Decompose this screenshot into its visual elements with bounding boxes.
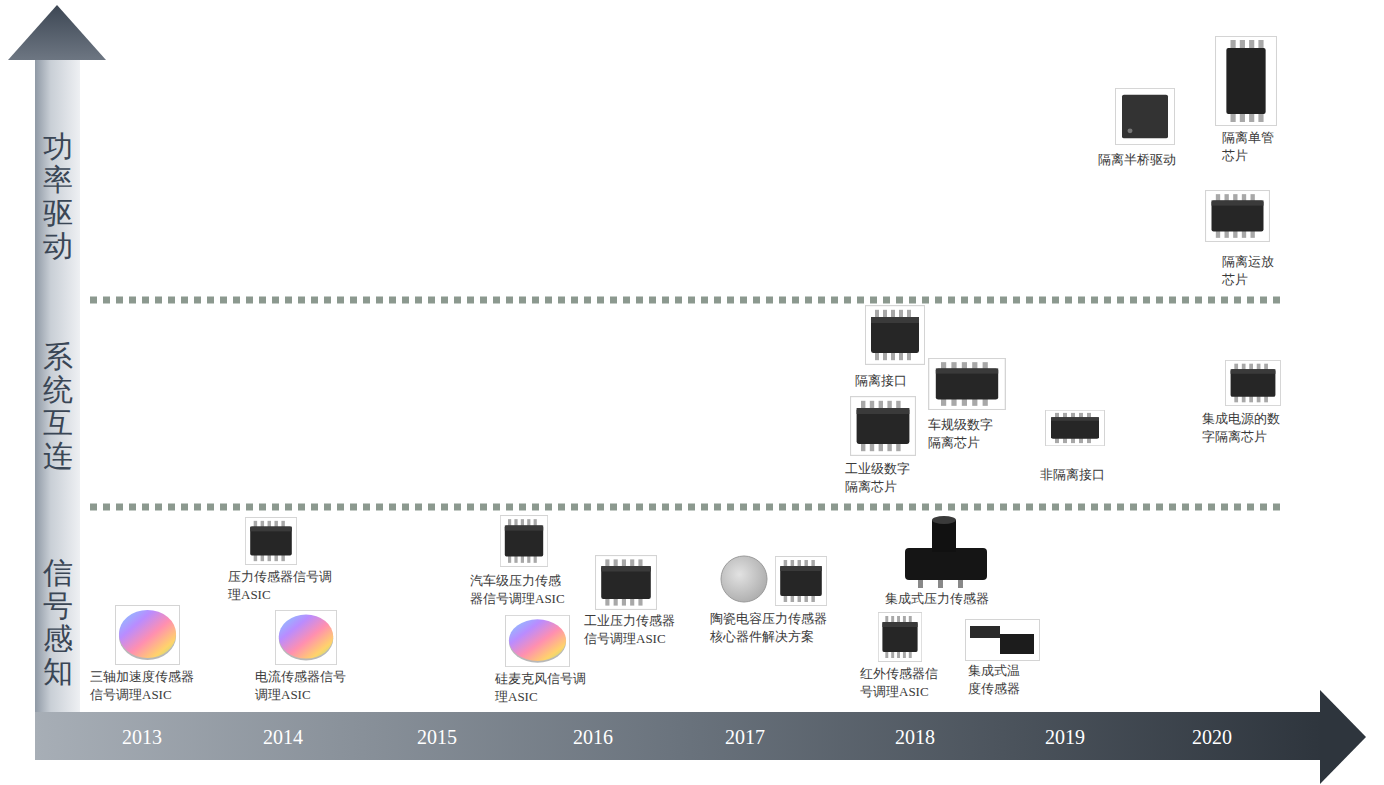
product-caption: 三轴加速度传感器信号调理ASIC <box>90 668 199 703</box>
year-label: 2019 <box>1045 725 1085 749</box>
time-axis <box>35 712 1325 760</box>
chip-image <box>866 306 925 365</box>
chip-image <box>1046 410 1105 445</box>
product-caption: 汽车级压力传感器信号调理ASIC <box>470 572 566 607</box>
chip-image <box>1116 88 1175 144</box>
band-separator <box>90 297 1282 304</box>
chip-image <box>929 359 1006 410</box>
product-caption: 隔离单管芯片 <box>1222 129 1279 164</box>
pressure-sensor-image <box>905 516 987 588</box>
chip-image <box>1206 191 1270 242</box>
year-label: 2017 <box>725 725 765 749</box>
product-caption: 压力传感器信号调理ASIC <box>228 568 337 603</box>
chip-image <box>500 516 547 567</box>
band-separator <box>90 504 1282 511</box>
band-label: 信号感知 <box>43 556 73 688</box>
wafer-image <box>115 606 179 665</box>
chip-image <box>775 557 826 606</box>
band-label: 功率驱动 <box>43 130 73 262</box>
product-caption: 陶瓷电容压力传感器核心器件解决方案 <box>710 610 832 645</box>
product-caption: 集成式压力传感器 <box>885 590 1007 608</box>
band-label: 系统互连 <box>43 340 73 472</box>
product-caption: 集成电源的数字隔离芯片 <box>1202 410 1285 445</box>
product-caption: 车规级数字隔离芯片 <box>928 416 998 451</box>
product-caption: 隔离接口 <box>855 372 925 390</box>
product-caption: 隔离半桥驱动 <box>1098 151 1194 169</box>
year-label: 2015 <box>417 725 457 749</box>
product-caption: 非隔离接口 <box>1040 466 1123 484</box>
year-label: 2013 <box>122 725 162 749</box>
product-caption: 工业压力传感器信号调理ASIC <box>584 612 680 647</box>
time-arrowhead <box>1320 690 1366 784</box>
wafer-image <box>505 615 569 666</box>
ceramic-disc <box>721 556 767 602</box>
product-caption: 集成式温度传感器 <box>968 662 1025 697</box>
chip-image <box>851 397 916 456</box>
temperature-sensor-image <box>966 620 1040 661</box>
axis-shaft <box>35 55 80 760</box>
axis-arrowhead <box>8 5 106 60</box>
year-label: 2020 <box>1192 725 1232 749</box>
chip-image <box>1225 360 1280 405</box>
chip-image <box>878 613 921 662</box>
chip-image <box>245 517 296 564</box>
chip-image <box>1216 37 1277 126</box>
year-label: 2014 <box>263 725 303 749</box>
wafer-image <box>275 610 336 664</box>
year-label: 2018 <box>895 725 935 749</box>
product-caption: 隔离运放芯片 <box>1222 253 1279 288</box>
year-label: 2016 <box>573 725 613 749</box>
chip-image <box>596 556 657 610</box>
product-caption: 工业级数字隔离芯片 <box>845 460 915 495</box>
product-caption: 红外传感器信号调理ASIC <box>860 665 943 700</box>
product-caption: 电流传感器信号调理ASIC <box>255 668 351 703</box>
product-caption: 硅麦克风信号调理ASIC <box>495 670 591 705</box>
